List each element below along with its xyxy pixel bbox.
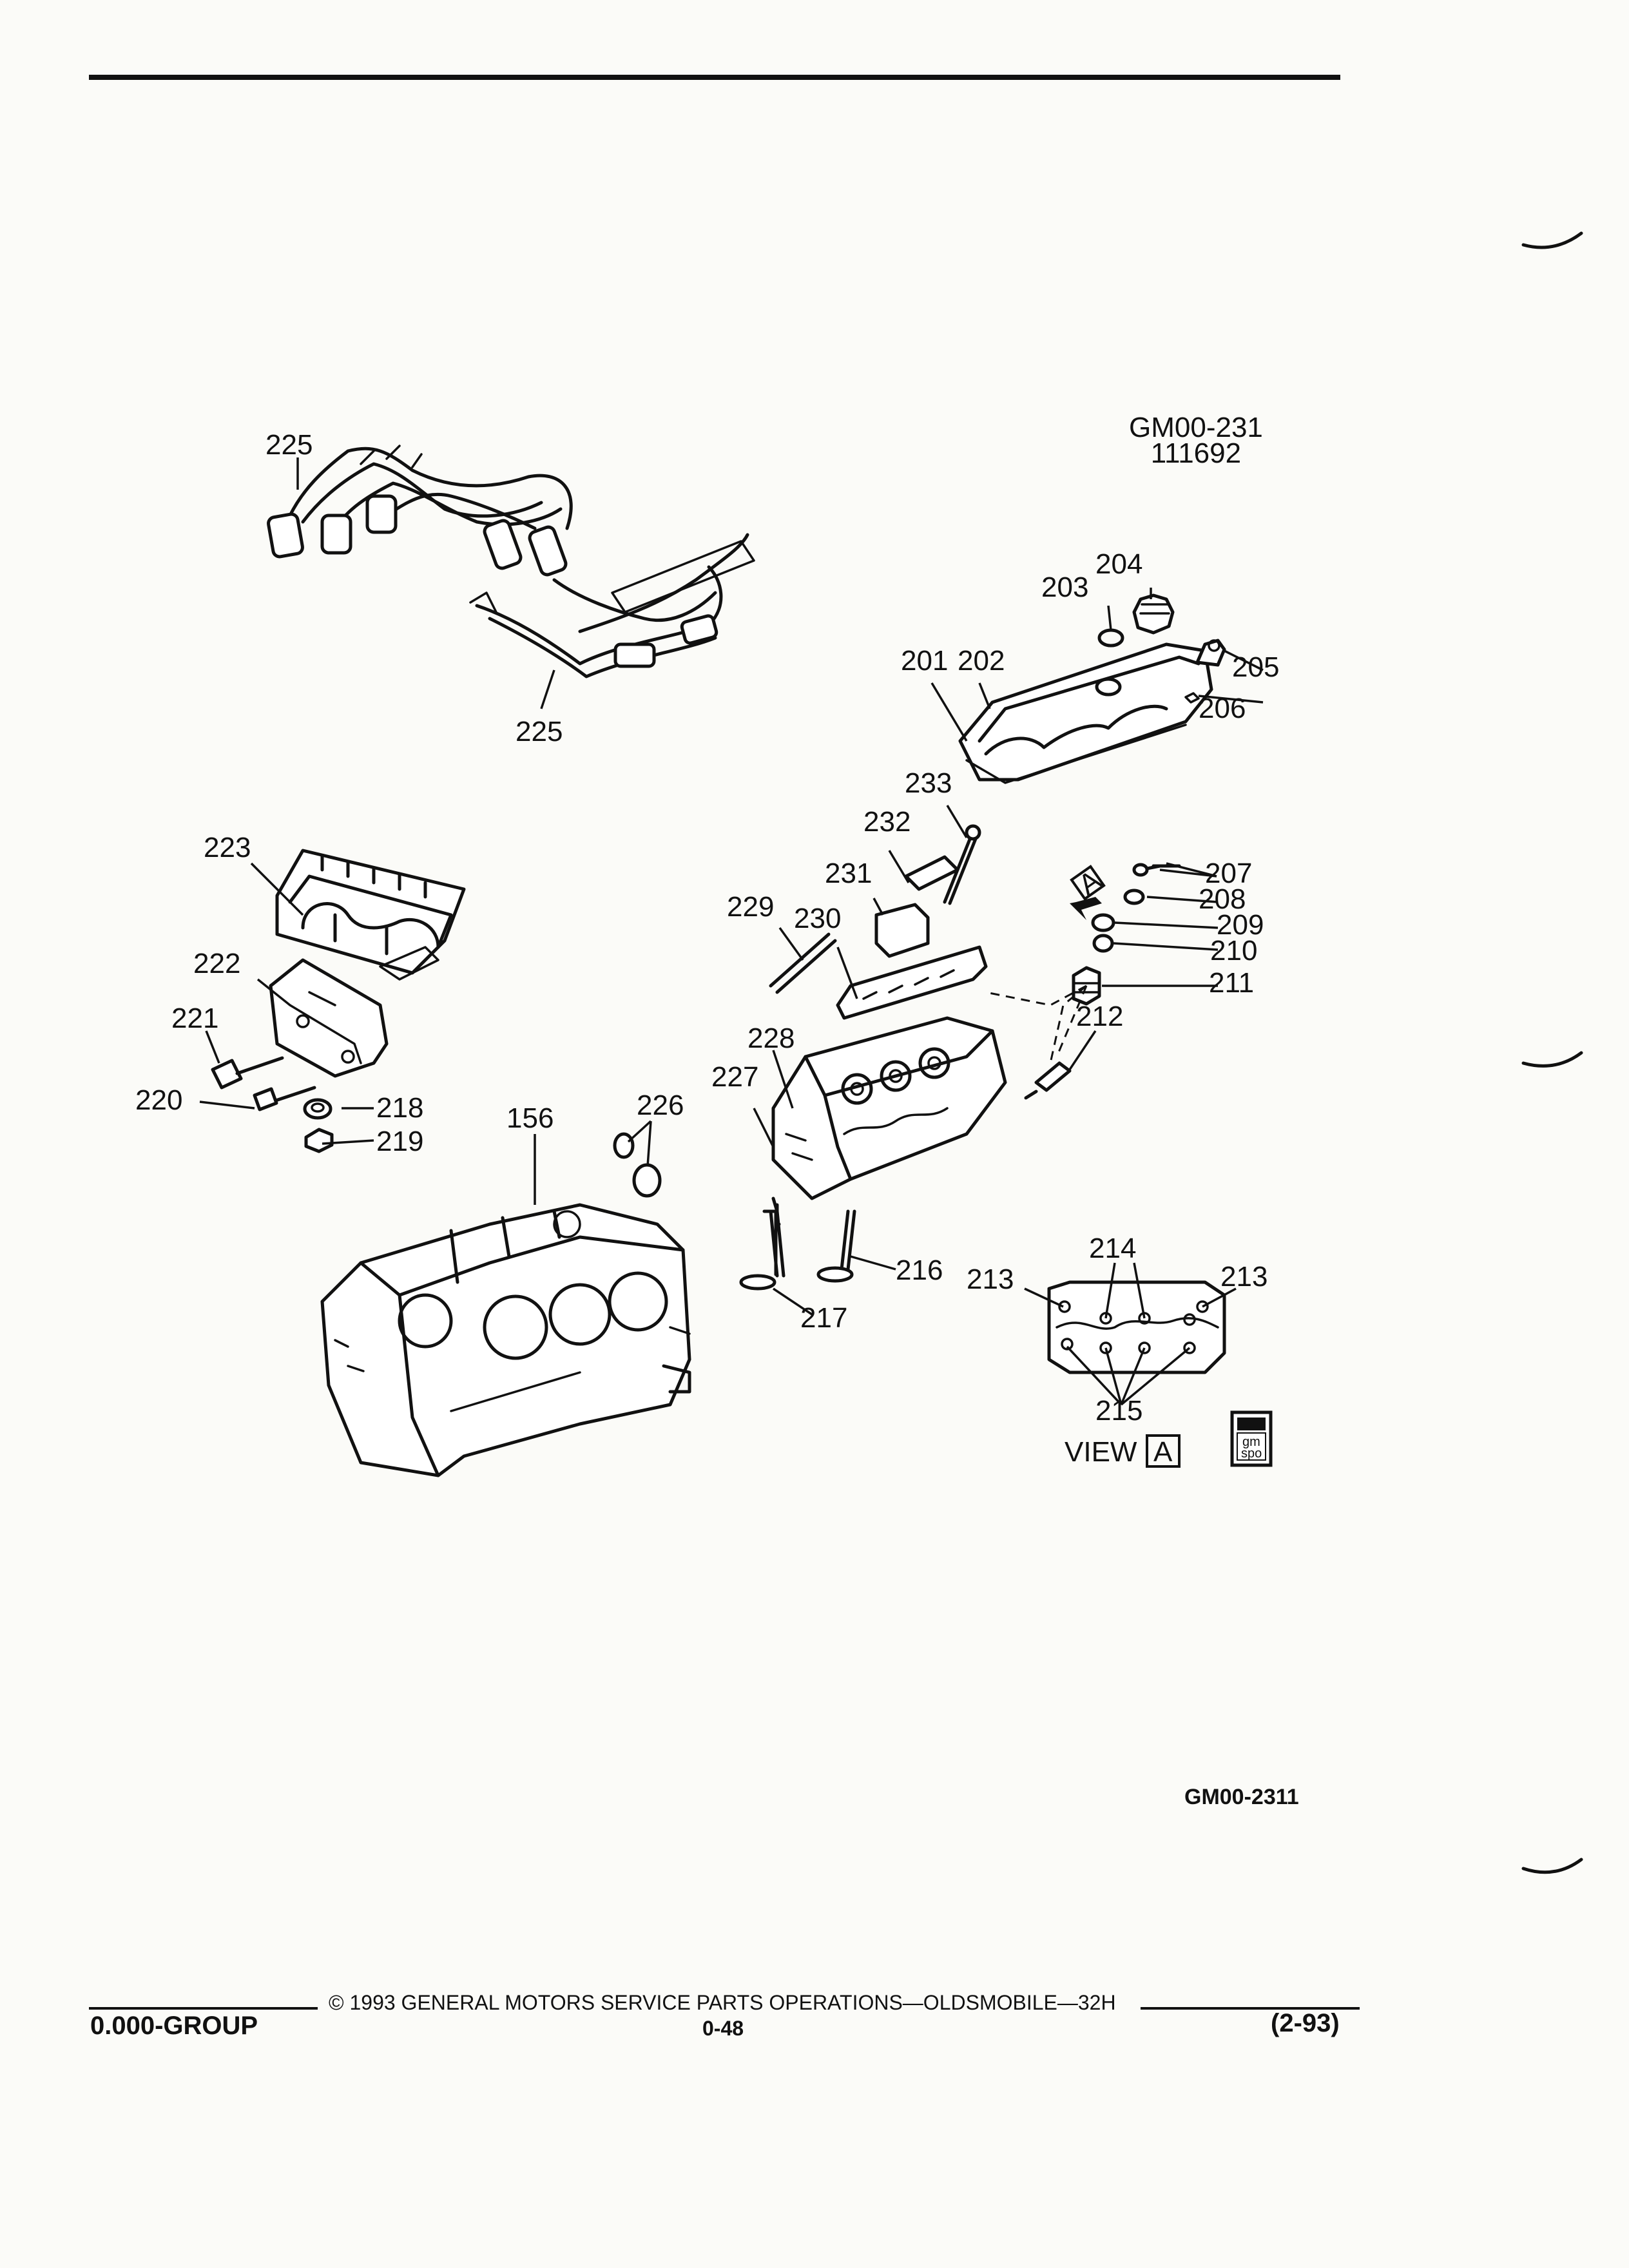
label-210: 210	[1210, 935, 1257, 966]
label-217: 217	[800, 1302, 847, 1334]
label-233: 233	[905, 767, 952, 799]
label-156: 156	[506, 1102, 554, 1134]
dashed-alignment-lines	[985, 985, 1088, 1064]
pcv-valve	[1184, 639, 1226, 704]
label-207: 207	[1205, 858, 1252, 889]
label-229: 229	[727, 891, 774, 923]
label-218: 218	[376, 1092, 423, 1124]
figure-code: GM00-231	[1129, 412, 1263, 443]
label-211: 211	[1209, 967, 1254, 999]
view-a-direction-arrow: A	[1070, 864, 1107, 920]
coil-mounting-bracket	[269, 958, 389, 1078]
label-206: 206	[1199, 693, 1246, 724]
logo-line-2: spo	[1241, 1446, 1262, 1461]
intake-exhaust-valves	[739, 1196, 856, 1291]
label-215: 215	[1095, 1395, 1142, 1427]
figure-date-code: 111692	[1150, 437, 1242, 469]
leader-lines	[199, 457, 1264, 1406]
part-number-labels: 225 225 223 222 221 220 218 219 156 226 …	[135, 429, 1279, 1427]
block-plugs	[613, 1132, 662, 1198]
valve-rocker-cover	[958, 642, 1213, 784]
label-231: 231	[825, 858, 872, 889]
view-a-caption: VIEW A	[1065, 1434, 1181, 1468]
label-227: 227	[711, 1061, 758, 1093]
view-caption-text: VIEW	[1065, 1436, 1137, 1468]
footer-rule-right	[1141, 2007, 1360, 2010]
footer-rule-left	[89, 2007, 318, 2010]
label-225-upper: 225	[265, 429, 313, 461]
label-219: 219	[376, 1126, 423, 1157]
label-205: 205	[1232, 651, 1279, 683]
view-a-head-bolt-detail	[1047, 1280, 1226, 1374]
label-220: 220	[135, 1084, 182, 1116]
label-222: 222	[193, 948, 240, 979]
label-226: 226	[637, 1090, 684, 1121]
rocker-arm-assembly	[769, 824, 988, 1020]
label-230: 230	[794, 903, 841, 934]
valve-train-parts	[1024, 863, 1181, 1100]
label-209: 209	[1217, 909, 1264, 941]
spark-plug-wires-upper	[267, 445, 573, 577]
page-margin-marks	[1521, 231, 1583, 1874]
footer-group-number: 0.000-GROUP	[90, 2012, 258, 2040]
label-232: 232	[863, 806, 911, 838]
footer-copyright: © 1993 GENERAL MOTORS SERVICE PARTS OPER…	[329, 1991, 1116, 2014]
bracket-fasteners	[211, 1056, 334, 1153]
label-228: 228	[747, 1023, 795, 1054]
footer-page-number: 0-48	[702, 2017, 744, 2040]
gm-spo-logo: gm spo	[1230, 1410, 1273, 1467]
label-213-right: 213	[1220, 1261, 1268, 1293]
figure-reference-code: GM00-231 111692	[1129, 412, 1263, 469]
label-221: 221	[171, 1003, 218, 1034]
label-216: 216	[896, 1254, 943, 1286]
label-204: 204	[1095, 548, 1142, 580]
label-225-lower: 225	[516, 716, 563, 747]
label-208: 208	[1199, 883, 1246, 915]
label-202: 202	[958, 645, 1005, 677]
label-212: 212	[1076, 1001, 1123, 1032]
label-203: 203	[1041, 572, 1088, 603]
logo-line-1: gm	[1242, 1435, 1260, 1449]
spark-plug-wires-lower	[469, 533, 755, 678]
view-caption-letter: A	[1153, 1436, 1173, 1468]
label-201: 201	[901, 645, 948, 677]
label-223: 223	[204, 832, 251, 863]
drawing-code: GM00-2311	[1184, 1785, 1299, 1809]
footer-revision-date: (2-93)	[1271, 2009, 1340, 2037]
header-rule	[89, 75, 1340, 80]
label-214: 214	[1089, 1233, 1136, 1264]
ignition-coil-pack	[275, 849, 466, 981]
engine-block	[320, 1203, 691, 1477]
cylinder-head	[771, 1016, 1007, 1200]
view-caption-box	[1146, 1434, 1181, 1468]
label-213-left: 213	[967, 1264, 1014, 1295]
